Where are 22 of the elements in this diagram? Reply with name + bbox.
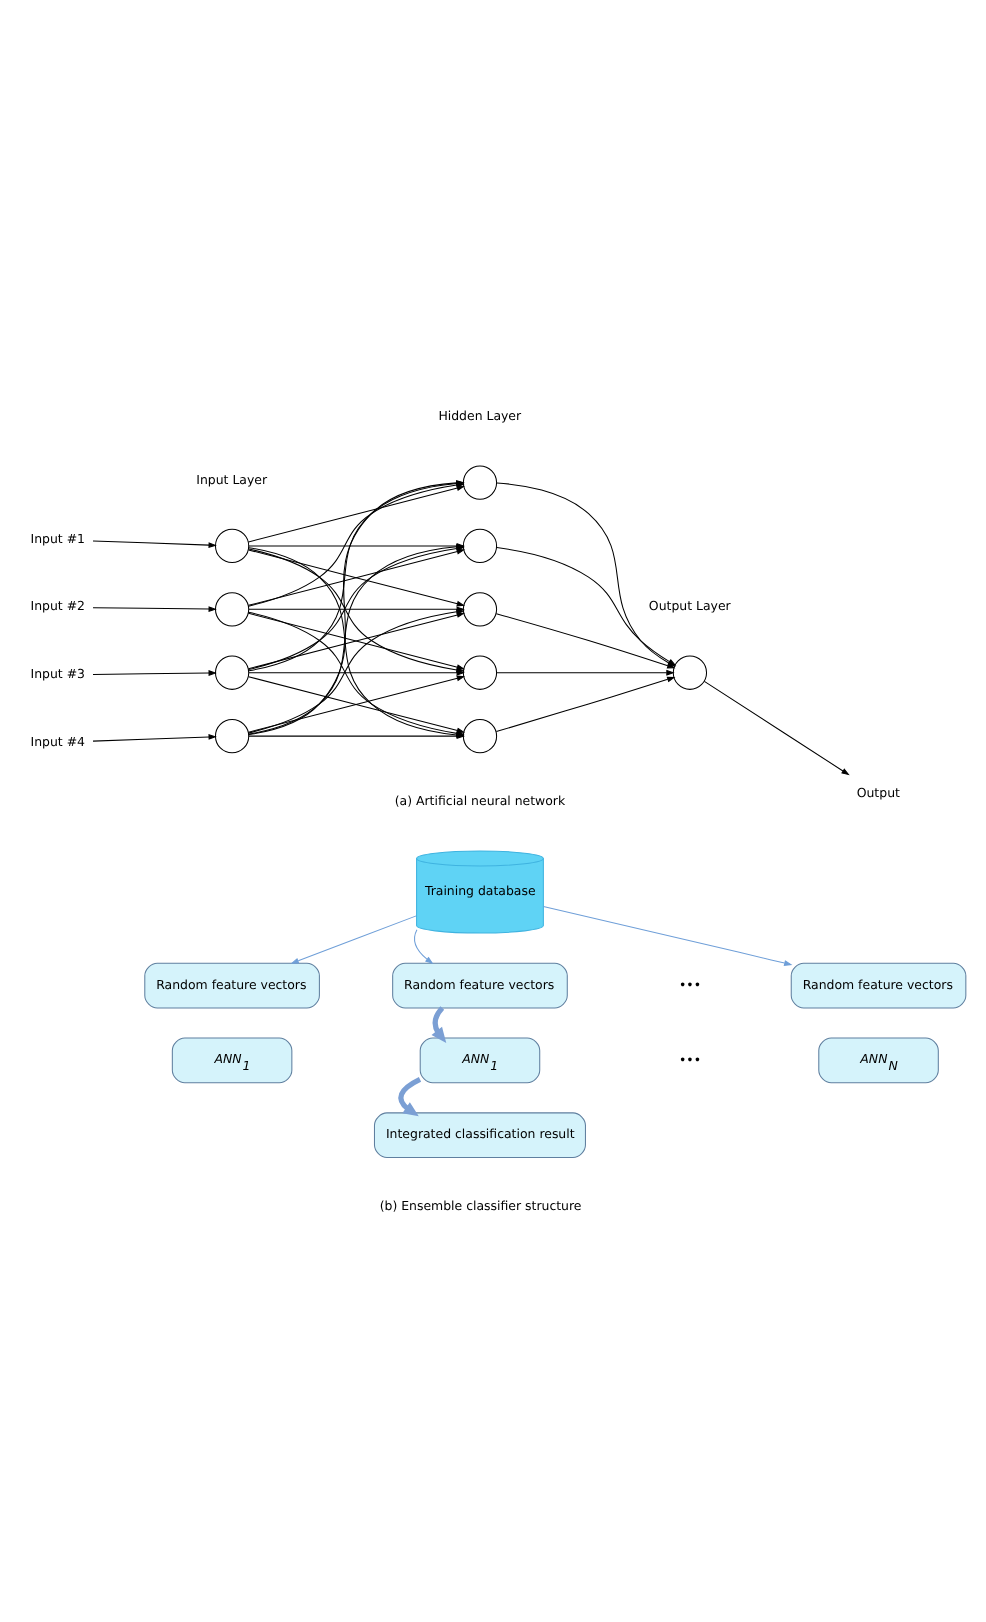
node-circle — [461, 464, 497, 499]
arrow — [397, 1076, 421, 1116]
arrow — [541, 904, 792, 965]
arrow — [91, 539, 216, 548]
node-circle — [461, 718, 497, 753]
arrow — [91, 669, 216, 675]
arrow — [702, 679, 849, 775]
node-circle — [213, 527, 249, 563]
arrow — [495, 668, 674, 675]
node-circle — [461, 654, 497, 689]
arrow — [289, 914, 416, 963]
arrow — [430, 1005, 446, 1042]
node-circle — [671, 654, 707, 689]
arrow — [413, 928, 433, 964]
arrow — [91, 605, 216, 611]
node-circle — [461, 527, 497, 563]
node-circle — [213, 718, 249, 753]
node-circle — [213, 591, 249, 626]
node-circle — [213, 654, 249, 689]
arrow — [91, 733, 216, 741]
arrow — [494, 675, 675, 732]
node-circle — [461, 591, 497, 626]
